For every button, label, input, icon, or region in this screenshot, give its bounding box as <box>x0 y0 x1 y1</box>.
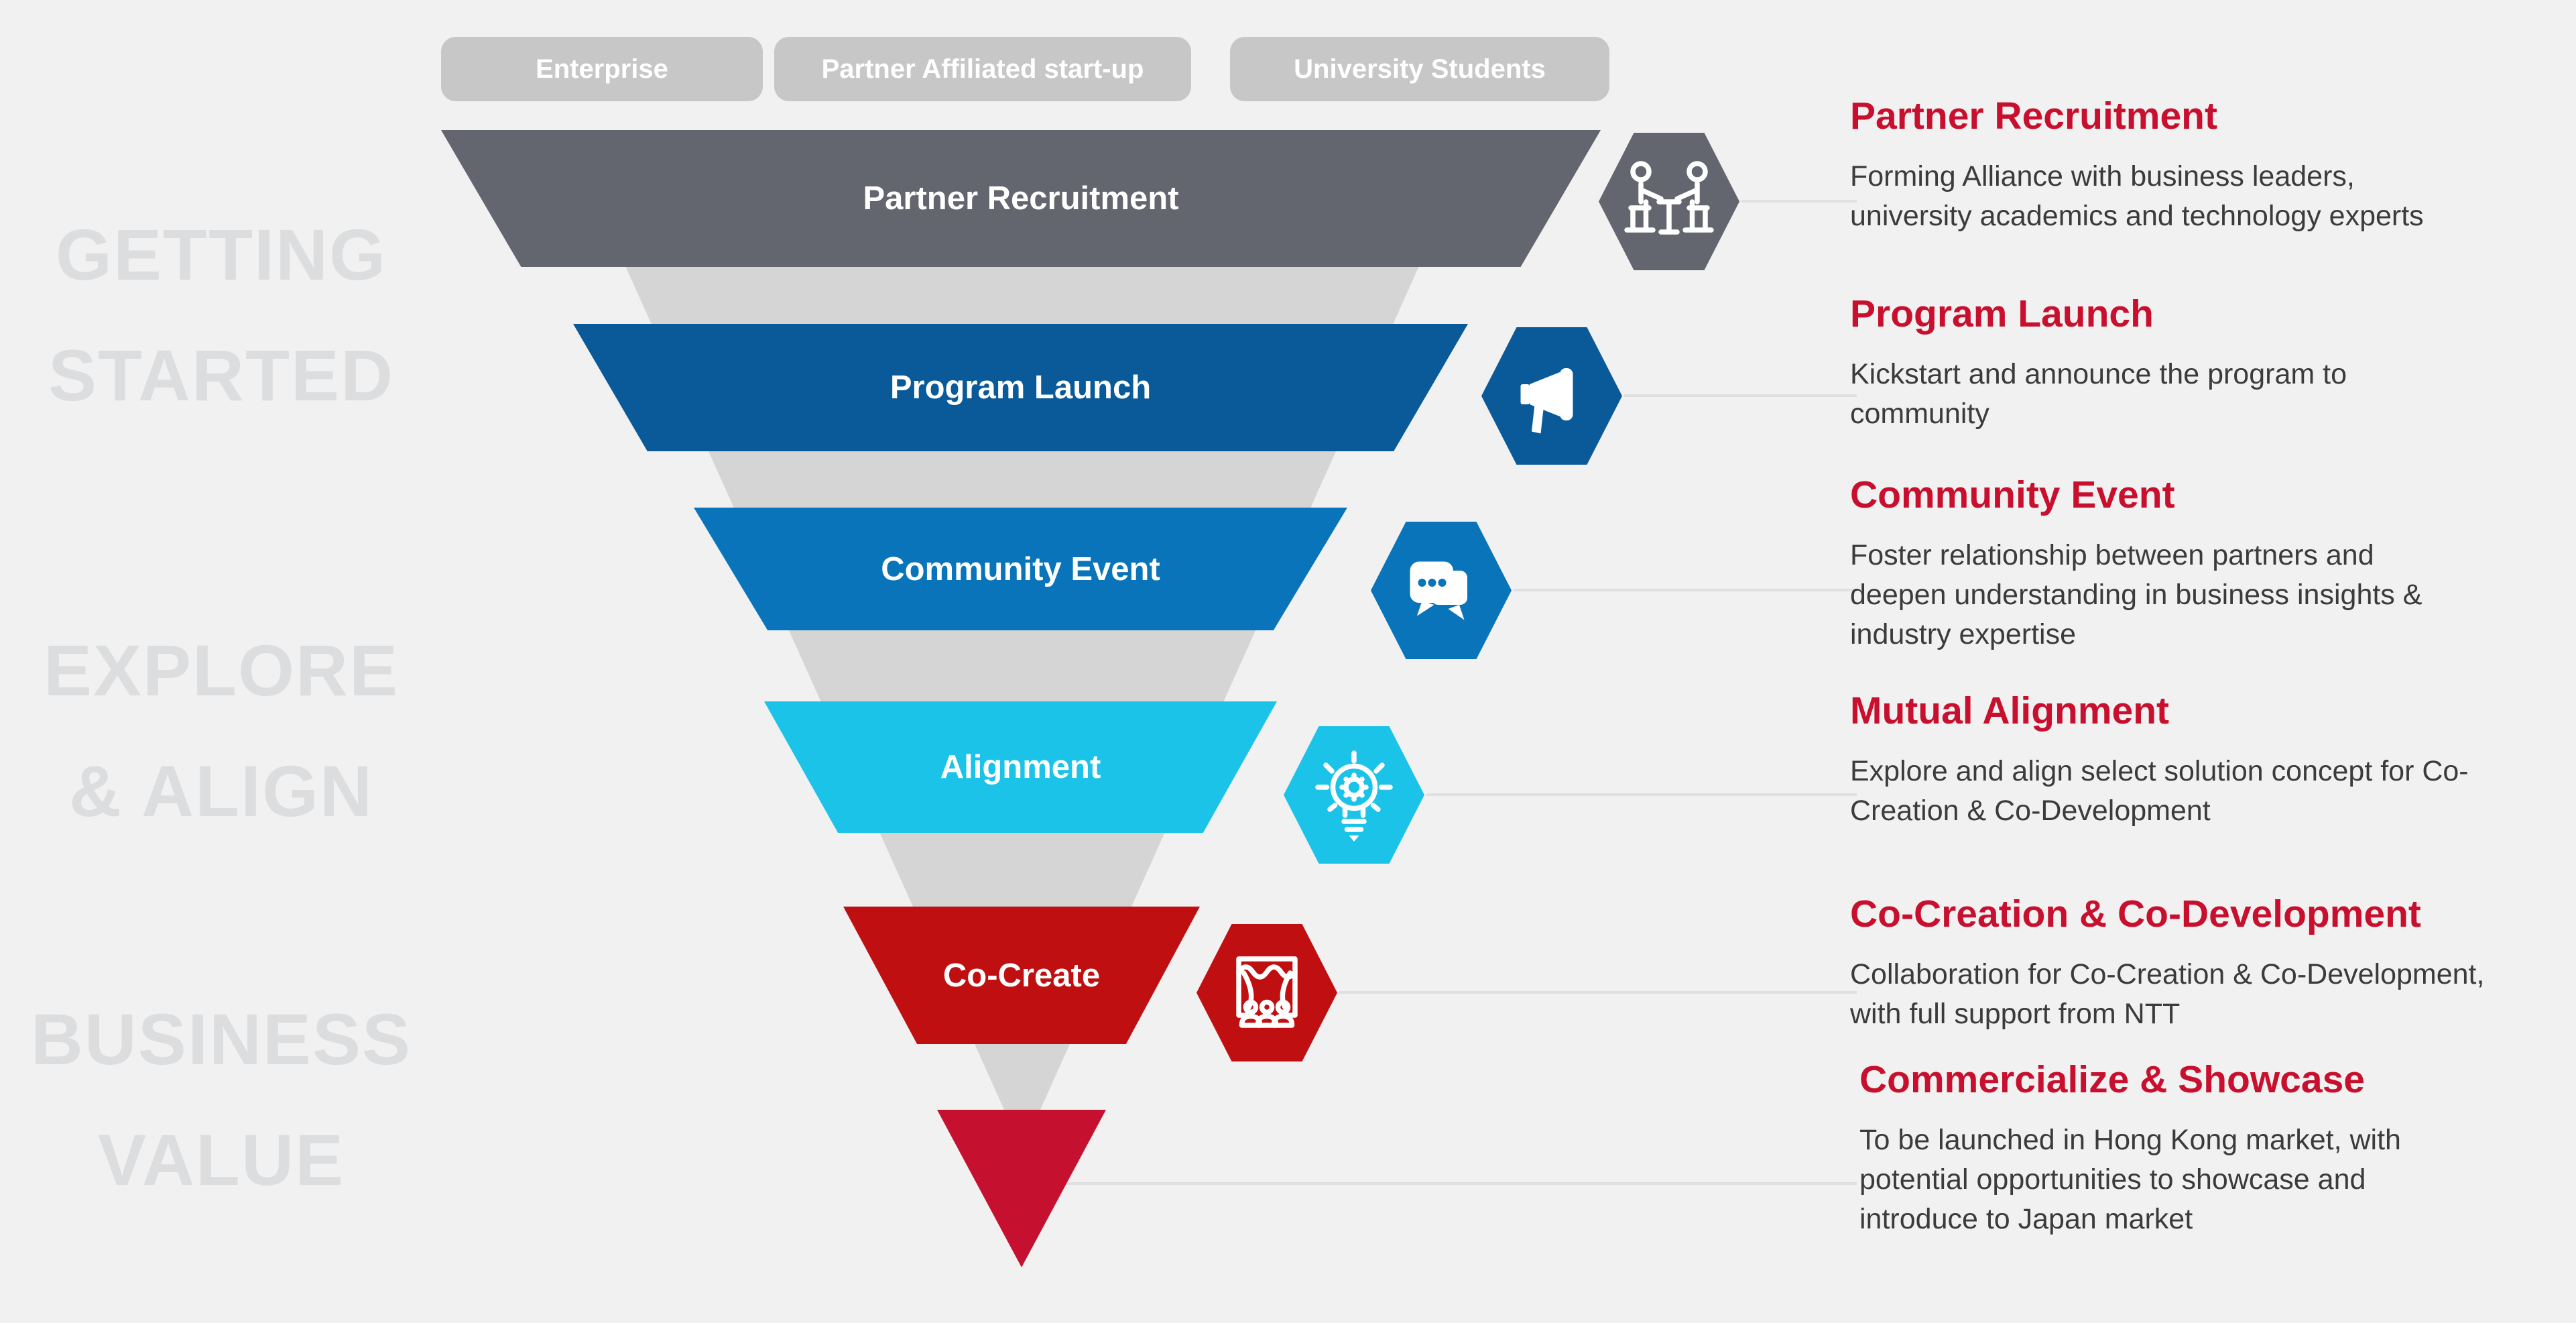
detail-mutual-alignment: Mutual Alignment Explore and align selec… <box>1850 687 2567 831</box>
audience-pill-enterprise: Enterprise <box>441 37 763 101</box>
detail-title: Mutual Alignment <box>1850 689 2170 732</box>
phase-line: & ALIGN <box>69 750 373 831</box>
funnel-stage-community-event: Community Event <box>694 508 1347 630</box>
funnel-stage-co-create: Co-Create <box>843 907 1200 1044</box>
detail-title: Community Event <box>1850 473 2175 516</box>
detail-body: Foster relationship between partners and… <box>1850 539 2422 650</box>
detail-body: Forming Alliance with business leaders, … <box>1850 160 2424 232</box>
connector-line <box>1624 394 1857 397</box>
funnel-stage-program-launch: Program Launch <box>573 324 1468 451</box>
detail-program-launch: Program Launch Kickstart and announce th… <box>1850 290 2567 434</box>
phase-line: GETTING <box>56 214 387 295</box>
detail-community-event: Community Event Foster relationship betw… <box>1850 471 2567 654</box>
phase-line: EXPLORE <box>43 630 400 711</box>
phase-label-getting-started: GETTING STARTED <box>7 194 436 436</box>
funnel-stage-alignment: Alignment <box>764 701 1277 833</box>
detail-title: Partner Recruitment <box>1850 95 2217 137</box>
connector-line <box>1339 991 1857 994</box>
funnel-stage-partner-recruitment: Partner Recruitment <box>441 130 1601 267</box>
funnel-tip-triangle <box>937 1110 1106 1267</box>
detail-title: Commercialize & Showcase <box>1859 1058 2365 1101</box>
phase-line: VALUE <box>97 1119 345 1200</box>
stage-audience-icon <box>1236 956 1298 1028</box>
detail-body: Kickstart and announce the program to co… <box>1850 358 2347 430</box>
connector-line <box>1514 589 1857 591</box>
detail-title: Co-Creation & Co-Development <box>1850 893 2421 935</box>
megaphone-icon <box>1520 367 1573 433</box>
detail-co-creation-co-development: Co-Creation & Co-Development Collaborati… <box>1850 890 2567 1034</box>
hex-badge-alignment <box>1284 726 1424 864</box>
chat-bubbles-icon <box>1410 561 1471 620</box>
phase-line: BUSINESS <box>30 998 412 1080</box>
detail-body: Explore and align select solution concep… <box>1850 755 2469 827</box>
detail-commercialize-showcase: Commercialize & Showcase To be launched … <box>1850 1056 2567 1239</box>
detail-body: Collaboration for Co-Creation & Co-Devel… <box>1850 958 2485 1030</box>
hex-badge-community-event <box>1371 522 1512 659</box>
phase-label-explore-align: EXPLORE & ALIGN <box>7 610 436 852</box>
connector-line <box>1426 793 1857 796</box>
hex-badge-co-create <box>1197 924 1337 1061</box>
connector-line <box>1741 200 1857 203</box>
detail-partner-recruitment: Partner Recruitment Forming Alliance wit… <box>1850 93 2567 236</box>
audience-pill-university-students: University Students <box>1230 37 1609 101</box>
hex-badge-partner-recruitment <box>1599 133 1739 270</box>
phase-label-business-value: BUSINESS VALUE <box>7 979 436 1220</box>
meeting-table-icon <box>1624 160 1714 235</box>
detail-body: To be launched in Hong Kong market, with… <box>1859 1124 2401 1235</box>
audience-pill-partner-startup: Partner Affiliated start-up <box>774 37 1191 101</box>
hex-badge-program-launch <box>1481 327 1622 465</box>
detail-title: Program Launch <box>1850 292 2154 335</box>
connector-line <box>1026 1182 1857 1185</box>
phase-line: STARTED <box>48 335 394 416</box>
lightbulb-gear-icon <box>1315 750 1393 842</box>
